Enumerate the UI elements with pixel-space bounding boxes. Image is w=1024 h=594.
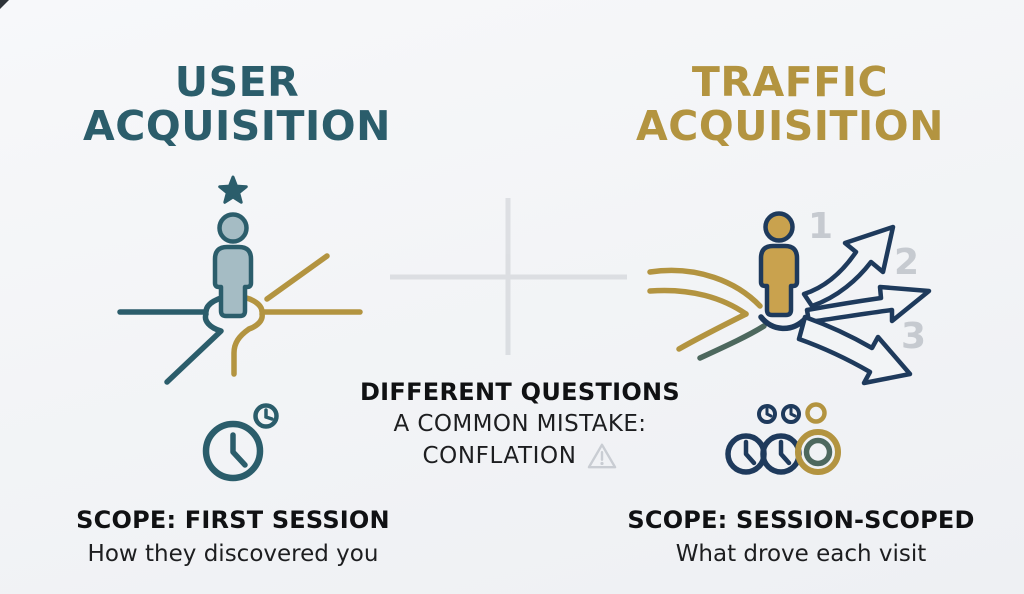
mini-clock-2-icon	[781, 404, 801, 424]
traffic-figure-icon	[758, 211, 800, 318]
session-clock-2-icon	[760, 433, 802, 475]
center-divider-cross-icon	[390, 198, 627, 355]
left-scope-subtitle: How they discovered you	[87, 541, 379, 567]
conflation-label: CONFLATION	[422, 443, 577, 469]
right-scope-block: SCOPE: SESSION-SCOPED What drove each vi…	[601, 506, 1001, 567]
title-line: USER	[174, 58, 300, 106]
session-rings-icon	[795, 429, 841, 475]
user-acquisition-illustration	[117, 175, 363, 385]
small-clock-icon	[253, 403, 279, 429]
warning-icon	[587, 443, 616, 469]
path-number-2: 2	[894, 242, 920, 283]
path-number-1: 1	[808, 206, 834, 247]
title-line: ACQUISITION	[83, 102, 391, 150]
traffic-acquisition-title: TRAFFIC ACQUISITION	[580, 60, 1000, 148]
user-figure-icon	[212, 212, 254, 319]
right-scope-subtitle: What drove each visit	[675, 541, 927, 567]
first-session-clock-icon	[202, 403, 279, 482]
session-clocks-icon	[725, 402, 841, 475]
different-questions-heading: DIFFERENT QUESTIONS	[359, 378, 681, 406]
mini-ring-icon	[805, 402, 827, 424]
common-mistake-line: A COMMON MISTAKE:	[393, 411, 647, 437]
title-line: TRAFFIC	[691, 58, 889, 106]
left-scope-block: SCOPE: FIRST SESSION How they discovered…	[33, 506, 433, 567]
left-scope-title: SCOPE: FIRST SESSION	[76, 506, 390, 534]
title-line: ACQUISITION	[636, 102, 944, 150]
conflation-line: CONFLATION	[310, 442, 730, 470]
arrow-3-icon	[796, 314, 913, 386]
center-message: DIFFERENT QUESTIONS A COMMON MISTAKE: CO…	[310, 378, 730, 470]
right-scope-title: SCOPE: SESSION-SCOPED	[627, 506, 975, 534]
arrow-1-icon	[801, 224, 896, 309]
corner-artifact	[0, 0, 9, 9]
session-clock-1-icon	[725, 433, 767, 475]
arrow-2-icon	[804, 284, 932, 325]
user-acquisition-title: USER ACQUISITION	[27, 60, 447, 148]
star-icon	[218, 175, 248, 204]
inbound-paths-lines	[647, 267, 809, 361]
path-number-3: 3	[901, 316, 927, 357]
mini-clock-1-icon	[757, 404, 777, 424]
traffic-acquisition-illustration	[647, 211, 932, 386]
